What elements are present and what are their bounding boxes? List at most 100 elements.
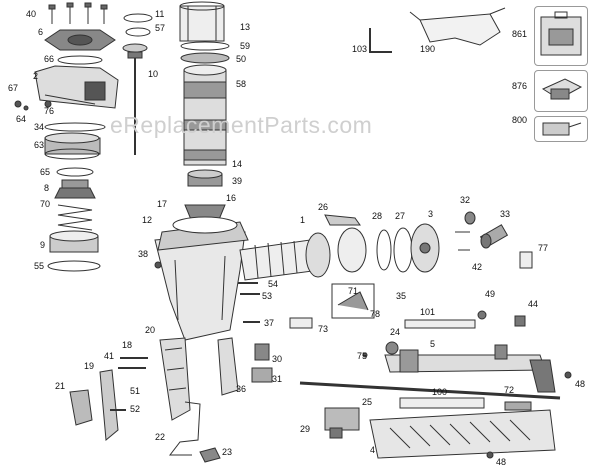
watermark: eReplacementParts.com — [110, 112, 373, 138]
bumper-part-39 — [187, 169, 223, 187]
label-30: 30 — [272, 354, 283, 364]
bushing-part-24 — [385, 341, 399, 355]
label-28: 28 — [372, 211, 383, 221]
label-41: 41 — [104, 351, 115, 361]
label-66: 66 — [44, 54, 55, 64]
label-63: 63 — [34, 140, 45, 150]
label-73: 73 — [318, 324, 329, 334]
label-876: 876 — [512, 81, 528, 91]
air-fitting-part-33 — [479, 224, 509, 249]
label-6: 6 — [38, 27, 44, 37]
label-800: 800 — [512, 115, 528, 125]
label-19: 19 — [84, 361, 95, 371]
label-42: 42 — [472, 262, 483, 272]
label-3: 3 — [428, 209, 434, 219]
nosepiece-part-20 — [159, 337, 191, 421]
label-76: 76 — [44, 106, 55, 116]
label-29: 29 — [300, 424, 311, 434]
label-52: 52 — [130, 404, 141, 414]
label-101: 101 — [420, 307, 436, 317]
label-part-77 — [519, 251, 533, 269]
label-32: 32 — [460, 195, 471, 205]
label-24: 24 — [390, 327, 401, 337]
accessory-part-876-box — [534, 70, 588, 112]
carrying-case-icon — [540, 11, 582, 56]
cylinder-part-58 — [183, 64, 227, 166]
label-57: 57 — [155, 23, 166, 33]
contact-arm-part-19 — [99, 369, 119, 441]
accessory-part-800-box — [534, 116, 588, 142]
label-190: 190 — [420, 44, 436, 54]
ring-part-50 — [180, 52, 230, 64]
label-51: 51 — [130, 386, 141, 396]
cylinder-cage-part-13 — [179, 1, 225, 42]
label-35: 35 — [396, 291, 407, 301]
label-10: 10 — [148, 69, 159, 79]
label-100: 100 — [432, 387, 448, 397]
label-65: 65 — [40, 167, 51, 177]
label-5: 5 — [430, 339, 436, 349]
label-77: 77 — [538, 243, 549, 253]
handle-part-1 — [239, 232, 331, 281]
label-20: 20 — [145, 325, 156, 335]
top-cap-part-6 — [44, 29, 116, 51]
label-103: 103 — [352, 44, 368, 54]
label-18: 18 — [122, 340, 133, 350]
label-39: 39 — [232, 176, 243, 186]
latch-part-36 — [217, 337, 239, 396]
label-25: 25 — [362, 397, 373, 407]
label-67: 67 — [8, 83, 19, 93]
label-44: 44 — [528, 299, 539, 309]
clip-part-23 — [199, 447, 221, 463]
label-71: 71 — [348, 286, 359, 296]
oring-part-57 — [122, 43, 148, 53]
label-34: 34 — [34, 122, 45, 132]
label-78: 78 — [370, 309, 381, 319]
label-58: 58 — [236, 79, 247, 89]
label-40: 40 — [26, 9, 37, 19]
rod-part-25 — [299, 381, 561, 400]
label-49: 49 — [485, 289, 496, 299]
head-cover-part-2 — [34, 65, 119, 109]
spring-part-70 — [57, 204, 93, 231]
label-17: 17 — [157, 199, 168, 209]
magazine-part-4 — [369, 409, 556, 459]
trigger-assembly-part-35 — [331, 283, 375, 319]
label-8: 8 — [44, 183, 50, 193]
valve-part-8 — [54, 179, 96, 199]
valve-part-30 — [251, 343, 273, 383]
label-12: 12 — [142, 215, 153, 225]
oring-part-11 — [123, 13, 153, 23]
label-part-73 — [289, 317, 313, 329]
end-cap-part-26 — [324, 214, 367, 273]
label-64: 64 — [16, 114, 27, 124]
label-55: 55 — [34, 261, 45, 271]
wire-spring-part-22 — [168, 401, 201, 456]
fitting-part-32 — [464, 211, 476, 225]
label-75: 75 — [357, 351, 368, 361]
filter-part-27 — [393, 227, 413, 273]
ring-part-63 — [44, 132, 101, 160]
driver-blade-part-10 — [127, 51, 143, 155]
strip-part-101 — [404, 319, 476, 329]
label-23: 23 — [222, 447, 233, 457]
label-48-right: 48 — [575, 379, 586, 389]
label-26: 26 — [318, 202, 329, 212]
label-37: 37 — [264, 318, 275, 328]
label-31: 31 — [272, 374, 283, 384]
main-housing-part-12 — [154, 216, 249, 341]
label-16: 16 — [226, 193, 237, 203]
oring-part-34 — [44, 122, 106, 132]
magazine-rail-part-5 — [384, 344, 556, 393]
label-38: 38 — [138, 249, 149, 259]
label-50: 50 — [236, 54, 247, 64]
label-11: 11 — [155, 9, 165, 19]
oring-part-28 — [376, 229, 392, 271]
gasket-part-66 — [57, 55, 103, 65]
cylinder-part-9 — [49, 230, 99, 253]
washer-part-65 — [56, 167, 94, 177]
pusher-part-29 — [324, 407, 360, 439]
label-70: 70 — [40, 199, 51, 209]
